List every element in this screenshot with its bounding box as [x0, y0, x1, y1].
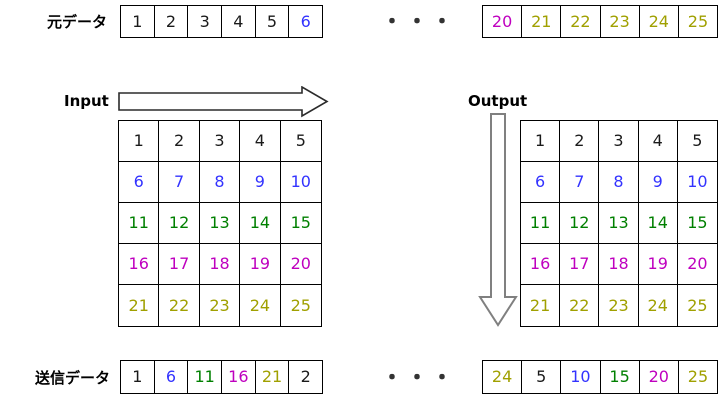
output-matrix-cell: 14 — [638, 203, 678, 244]
input-matrix-cell: 11 — [119, 203, 160, 244]
input-matrix-cell: 12 — [159, 203, 200, 244]
source-row-cell: 1 — [121, 6, 155, 37]
output-matrix-cell: 15 — [677, 203, 717, 244]
output-matrix-cell: 10 — [677, 162, 717, 203]
transmit-row-cell: 24 — [483, 361, 523, 393]
output-label: Output — [468, 92, 528, 110]
output-matrix-cell: 17 — [560, 244, 600, 285]
output-matrix-cell: 18 — [599, 244, 639, 285]
transmit-row-cell: 11 — [188, 361, 223, 393]
transmit-row-cell: 15 — [600, 361, 640, 393]
output-matrix-cell: 2 — [560, 121, 600, 162]
source-row-cell: 2 — [154, 6, 189, 37]
input-matrix-cell: 16 — [119, 244, 160, 285]
output-matrix-cell: 5 — [677, 121, 717, 162]
source-row-ellipsis: ・・・ — [381, 10, 457, 35]
input-label: Input — [64, 92, 109, 110]
transmit-row-cell: 16 — [222, 361, 256, 393]
input-matrix-cell: 2 — [159, 121, 200, 162]
source-row-label: 元データ — [47, 13, 108, 31]
transmit-row-ellipsis: ・・・ — [381, 366, 457, 391]
input-matrix-cell: 9 — [240, 162, 281, 203]
source-row-cell: 5 — [255, 6, 290, 37]
transmit-row-cell: 21 — [255, 361, 290, 393]
output-matrix-cell: 25 — [687, 295, 708, 315]
output-matrix-cell: 22 — [560, 285, 600, 326]
transmit-row-cell: 2 — [289, 361, 323, 393]
source-row-cell: 23 — [600, 6, 640, 37]
output-matrix-cell: 9 — [638, 162, 678, 203]
input-matrix-cell: 23 — [200, 285, 241, 326]
output-down-arrow-icon — [478, 113, 518, 327]
source-row-cell: 4 — [222, 6, 256, 37]
source-row-cell: 25 — [678, 6, 718, 37]
transmit-row-cell: 1 — [121, 361, 155, 393]
input-matrix-cell: 5 — [280, 121, 321, 162]
transmit-row-label: 送信データ — [35, 369, 111, 387]
output-matrix-cell: 7 — [560, 162, 600, 203]
input-matrix-cell: 8 — [199, 162, 241, 203]
output-matrix-cell: 6 — [521, 162, 561, 203]
output-matrix-cell: 8 — [599, 162, 639, 203]
input-matrix-cell: 18 — [199, 244, 241, 285]
transmit-row-cell: 25 — [678, 361, 718, 393]
input-matrix-cell: 21 — [119, 285, 160, 326]
input-matrix-cell: 13 — [199, 203, 241, 244]
input-matrix-cell: 14 — [240, 203, 281, 244]
output-matrix-cell: 3 — [599, 121, 639, 162]
input-matrix-cell: 19 — [240, 244, 281, 285]
output-matrix-cell: 4 — [638, 121, 678, 162]
output-matrix-cell: 16 — [521, 244, 561, 285]
transmit-row-cell: 10 — [561, 361, 601, 393]
input-matrix-cell: 4 — [240, 121, 281, 162]
input-matrix-cell: 17 — [159, 244, 200, 285]
output-matrix-cell: 19 — [638, 244, 678, 285]
input-right-arrow-icon — [118, 86, 329, 118]
input-matrix-cell: 6 — [119, 162, 160, 203]
output-matrix-cell: 24 — [639, 285, 678, 326]
input-matrix-cell: 3 — [199, 121, 241, 162]
output-matrix-cell: 13 — [599, 203, 639, 244]
output-matrix-cell: 21 — [521, 285, 561, 326]
source-row-cell: 24 — [639, 6, 679, 37]
input-matrix-cell: 10 — [280, 162, 321, 203]
output-matrix-cell: 11 — [521, 203, 561, 244]
output-matrix-cell: 20 — [677, 244, 717, 285]
transmit-row-cell: 5 — [522, 361, 562, 393]
output-matrix-cell: 12 — [560, 203, 600, 244]
input-matrix-cell: 7 — [159, 162, 200, 203]
input-matrix-cell: 22 — [159, 285, 200, 326]
input-matrix-cell: 20 — [280, 244, 321, 285]
input-matrix-cell: 1 — [119, 121, 160, 162]
output-matrix-cell: 23 — [599, 285, 639, 326]
output-matrix-cell: 1 — [521, 121, 561, 162]
input-matrix-cell: 24 — [240, 285, 281, 326]
input-matrix-cell: 25 — [290, 295, 311, 315]
transmit-row-cell: 6 — [154, 361, 189, 393]
input-matrix-cell: 15 — [280, 203, 321, 244]
source-row-cell: 21 — [522, 6, 562, 37]
source-row-cell: 6 — [289, 6, 323, 37]
transmit-row-cell: 20 — [639, 361, 679, 393]
source-row-cell: 20 — [483, 6, 523, 37]
source-row-cell: 3 — [188, 6, 223, 37]
source-row-cell: 22 — [561, 6, 601, 37]
